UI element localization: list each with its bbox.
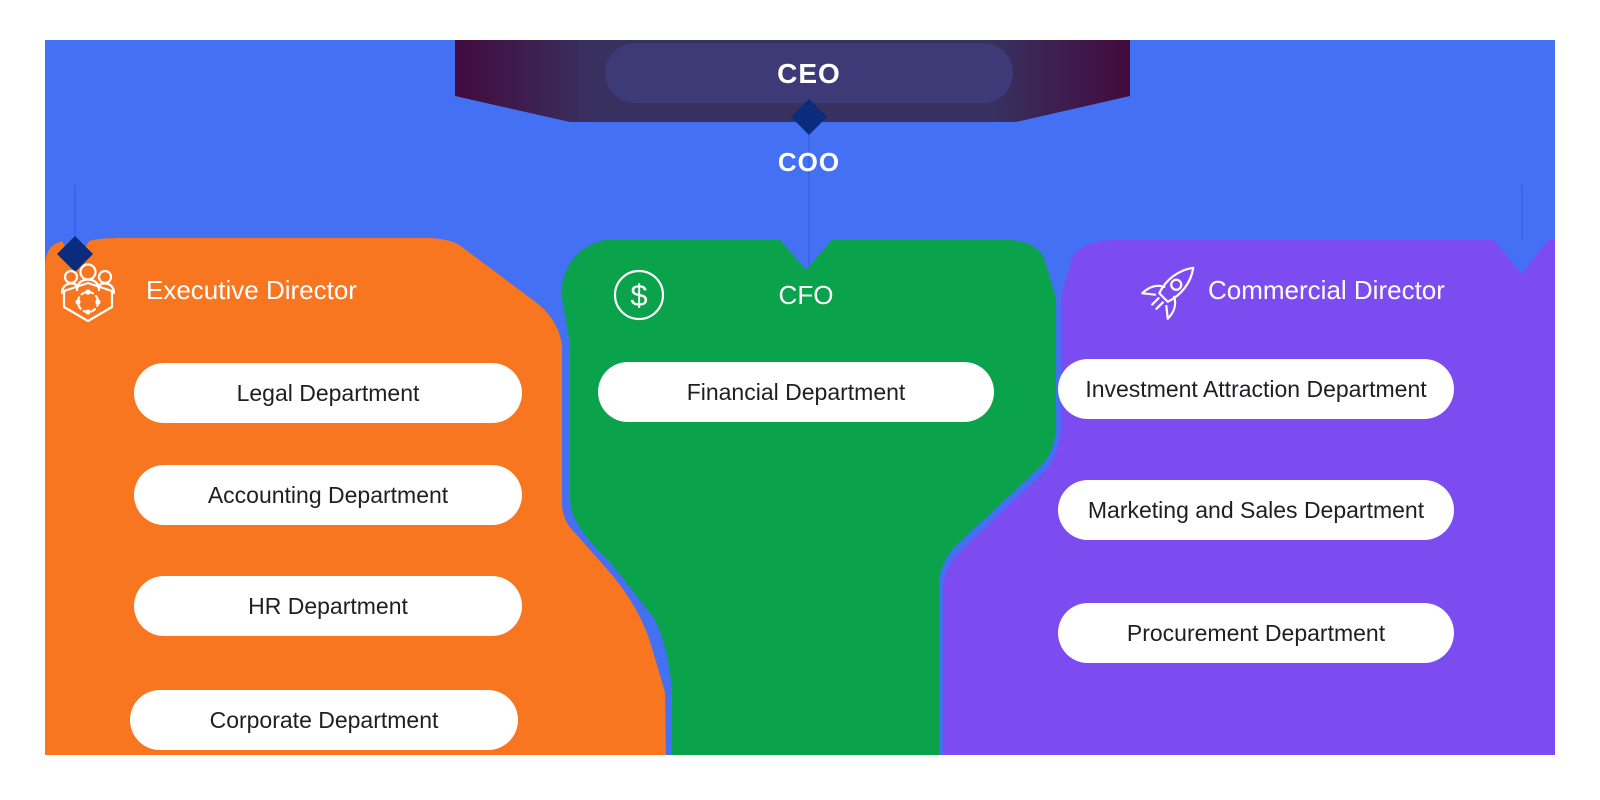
connector-lines bbox=[74, 135, 1523, 266]
commercial-director-title: Commercial Director bbox=[1208, 275, 1445, 305]
coo-label: COO bbox=[778, 147, 840, 177]
team-icon bbox=[60, 263, 116, 323]
department-label: Legal Department bbox=[237, 380, 420, 406]
department-pill: Legal Department bbox=[134, 363, 522, 423]
department-label: Investment Attraction Department bbox=[1085, 376, 1427, 402]
cfo-title: CFO bbox=[779, 280, 834, 310]
department-label: Procurement Department bbox=[1127, 620, 1386, 646]
section-cfo: $ CFO Financial Department bbox=[561, 240, 1056, 755]
svg-text:$: $ bbox=[630, 278, 647, 313]
department-pill: HR Department bbox=[134, 576, 522, 636]
ceo-arrow-diamond-icon bbox=[791, 99, 827, 135]
department-label: Financial Department bbox=[687, 379, 906, 405]
department-pill: Marketing and Sales Department bbox=[1058, 480, 1454, 540]
department-pill: Corporate Department bbox=[130, 690, 518, 750]
department-label: Corporate Department bbox=[210, 707, 439, 733]
department-label: Accounting Department bbox=[208, 482, 449, 508]
department-pill: Investment Attraction Department bbox=[1058, 359, 1454, 419]
department-label: Marketing and Sales Department bbox=[1088, 497, 1425, 523]
ceo-node bbox=[605, 43, 1013, 103]
department-pill: Accounting Department bbox=[134, 465, 522, 525]
section-commercial-director: Commercial Director Investment Attractio… bbox=[943, 240, 1555, 755]
department-pill: Procurement Department bbox=[1058, 603, 1454, 663]
ceo-label: CEO bbox=[777, 58, 841, 89]
section-executive-director: Executive Director Legal Department Acco… bbox=[45, 236, 666, 755]
orange-arrow-diamond-icon bbox=[57, 236, 93, 272]
dollar-icon: $ bbox=[613, 269, 665, 321]
executive-director-title: Executive Director bbox=[146, 275, 357, 305]
rocket-icon bbox=[1141, 266, 1195, 320]
department-pill: Financial Department bbox=[598, 362, 994, 422]
department-label: HR Department bbox=[248, 593, 408, 619]
